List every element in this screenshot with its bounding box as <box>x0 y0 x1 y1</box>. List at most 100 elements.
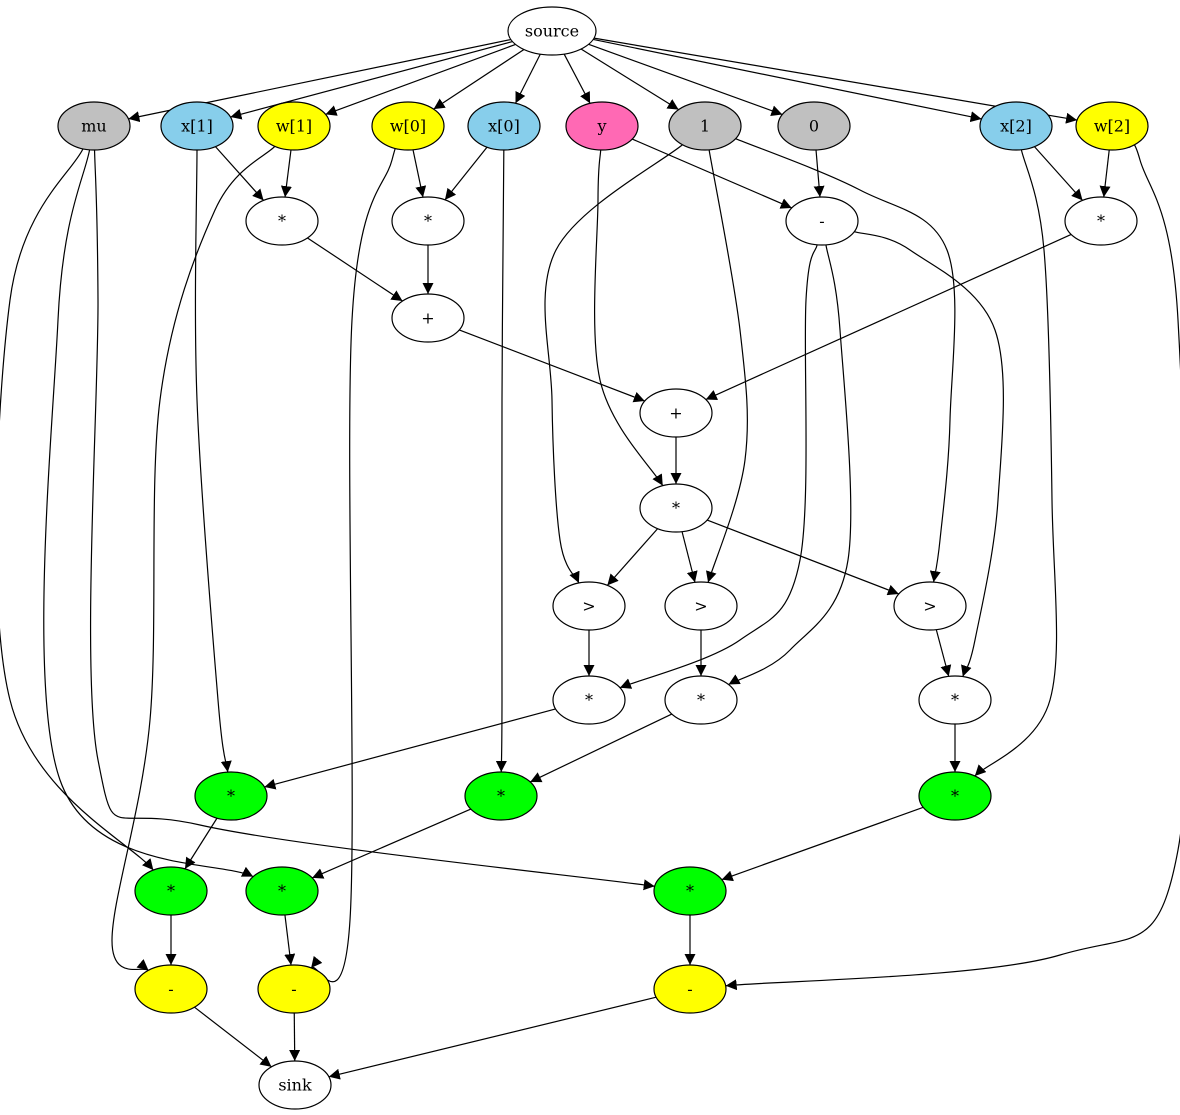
node-source-shape <box>507 6 597 56</box>
node-gt0: > <box>552 581 626 631</box>
edge-sub-to-mb <box>728 244 852 686</box>
node-g2: * <box>918 771 992 821</box>
edge-mu-to-h0 <box>43 149 254 878</box>
node-w0: w[0] <box>371 101 445 151</box>
node-w0-shape <box>371 101 445 151</box>
node-y-shape <box>565 101 639 151</box>
node-source-label: source <box>525 22 579 41</box>
edge-source-to-w0 <box>433 48 525 110</box>
node-sink-shape <box>258 1060 332 1110</box>
node-m2-shape <box>1064 196 1138 246</box>
node-mz-shape <box>639 483 713 533</box>
node-add1: + <box>391 293 465 343</box>
edge-m2-to-add2 <box>705 233 1072 401</box>
node-g0-label: * <box>497 787 505 806</box>
edge-one-to-gt0 <box>544 144 683 584</box>
edge-g1-to-h1 <box>184 817 218 870</box>
edge-sub-to-ma <box>619 244 818 689</box>
node-add2-shape <box>639 388 713 438</box>
node-s1-shape <box>134 964 208 1014</box>
node-mb: * <box>664 675 738 725</box>
node-mu-shape <box>57 101 131 151</box>
node-gt2-shape <box>893 581 967 631</box>
node-s1-label: - <box>168 980 173 999</box>
edge-one-to-gt1 <box>706 149 748 583</box>
node-gt2-label: > <box>923 597 936 616</box>
node-h1: * <box>134 866 208 916</box>
node-s0-label: - <box>291 980 296 999</box>
node-x2: x[2] <box>979 101 1053 151</box>
node-h1-shape <box>134 866 208 916</box>
edge-y-to-mz <box>594 149 664 486</box>
edge-source-to-y <box>563 53 591 104</box>
node-m1-label: * <box>278 212 286 231</box>
node-g1-label: * <box>227 787 235 806</box>
node-x0-label: x[0] <box>488 117 520 136</box>
edge-w2-to-s2 <box>725 142 1180 991</box>
node-gt0-label: > <box>582 597 595 616</box>
node-mu: mu <box>57 101 131 151</box>
node-m0: * <box>391 196 465 246</box>
edge-w1-to-m1 <box>280 149 292 198</box>
node-m1-shape <box>245 196 319 246</box>
edge-source-to-w1 <box>325 43 516 116</box>
node-x1-shape <box>160 101 234 151</box>
node-x0-shape <box>467 101 541 151</box>
node-ma-shape <box>552 675 626 725</box>
node-sink-label: sink <box>278 1076 312 1095</box>
edge-g2-to-h2 <box>721 806 924 882</box>
node-m1: * <box>245 196 319 246</box>
edge-mz-to-gt1 <box>681 531 698 583</box>
node-mb-shape <box>664 675 738 725</box>
edge-x0-to-g0 <box>495 149 507 773</box>
edge-w0-to-m0 <box>412 149 427 198</box>
node-w1: w[1] <box>257 101 331 151</box>
edge-mu-to-h2 <box>89 149 655 891</box>
edge-s0-to-sink <box>289 1012 301 1062</box>
node-sub-label: - <box>819 212 824 231</box>
node-sub-shape <box>785 196 859 246</box>
node-sub: - <box>785 196 859 246</box>
node-s0: - <box>257 964 331 1014</box>
edge-source-to-zero <box>588 43 783 116</box>
node-mc-label: * <box>951 691 959 710</box>
edge-m1-to-add1 <box>307 237 403 302</box>
node-source: source <box>507 6 597 56</box>
node-w0-label: w[0] <box>390 117 426 136</box>
node-h2-label: * <box>686 882 694 901</box>
node-h2-shape <box>653 866 727 916</box>
node-add2: + <box>639 388 713 438</box>
node-w2-label: w[2] <box>1094 117 1130 136</box>
node-mc: * <box>918 675 992 725</box>
edges-layer <box>0 37 1180 1080</box>
edge-sub-to-mc <box>854 231 1004 677</box>
edge-s2-to-sink <box>328 996 657 1080</box>
node-s1: - <box>134 964 208 1014</box>
node-h0-label: * <box>278 882 286 901</box>
edge-ma-to-g1 <box>264 708 556 790</box>
node-w2: w[2] <box>1075 101 1149 151</box>
node-m0-shape <box>391 196 465 246</box>
node-add1-shape <box>391 293 465 343</box>
edge-mz-to-gt0 <box>606 528 659 586</box>
node-gt1-label: > <box>694 597 707 616</box>
node-w1-label: w[1] <box>276 117 312 136</box>
node-zero-label: 0 <box>809 117 819 136</box>
node-x1-label: x[1] <box>181 117 213 136</box>
node-ma-label: * <box>585 691 593 710</box>
edge-w2-to-m2 <box>1099 149 1111 198</box>
node-zero: 0 <box>777 101 851 151</box>
node-mu-label: mu <box>81 117 106 136</box>
node-mc-shape <box>918 675 992 725</box>
node-y: y <box>565 101 639 151</box>
edge-mu-to-h1 <box>0 148 154 871</box>
node-add1-label: + <box>421 309 434 328</box>
node-gt0-shape <box>552 581 626 631</box>
node-g0-shape <box>464 771 538 821</box>
node-h1-label: * <box>167 882 175 901</box>
edge-x2-to-m2 <box>1033 146 1084 201</box>
node-x0: x[0] <box>467 101 541 151</box>
node-g2-shape <box>918 771 992 821</box>
node-w1-shape <box>257 101 331 151</box>
